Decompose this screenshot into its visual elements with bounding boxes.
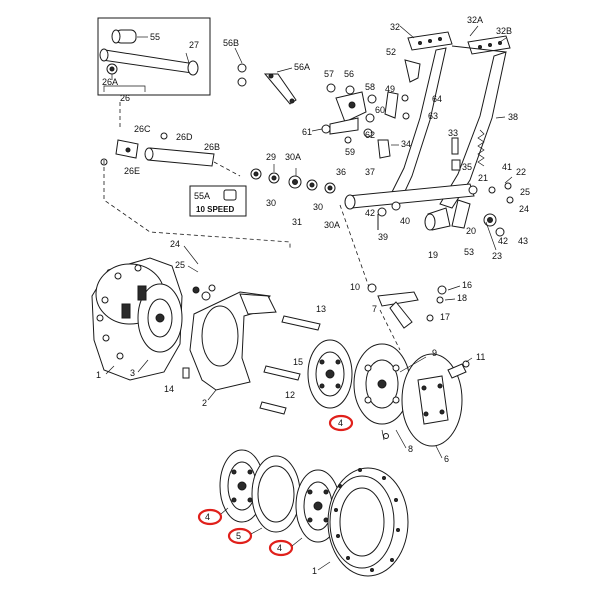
actuator-plate-9 bbox=[353, 343, 411, 425]
label-38: 38 bbox=[508, 112, 518, 122]
label-10-speed: 10 SPEED bbox=[196, 205, 234, 214]
label-53: 53 bbox=[464, 247, 474, 257]
shaft-27 bbox=[99, 48, 199, 76]
label-49: 49 bbox=[385, 84, 395, 94]
label-29: 29 bbox=[266, 152, 276, 162]
callout-4-bottom: 4 bbox=[277, 543, 282, 553]
label-23: 23 bbox=[492, 251, 502, 261]
label-32a: 32A bbox=[467, 15, 483, 25]
label-56a: 56A bbox=[294, 62, 310, 72]
housing-assembly: 1 3 14 2 24 25 bbox=[91, 239, 277, 408]
label-63: 63 bbox=[428, 111, 438, 121]
label-17: 17 bbox=[440, 312, 450, 322]
label-26a: 26A bbox=[102, 77, 118, 87]
label-30a-bot: 30A bbox=[324, 220, 340, 230]
label-2: 2 bbox=[202, 398, 207, 408]
lever-7-group: 10 16 18 7 17 bbox=[350, 280, 472, 329]
bushing-55 bbox=[111, 29, 148, 44]
pedal-assembly: 32 32A 32B 52 49 64 63 38 33 35 41 36 37 bbox=[336, 15, 518, 210]
washer-26a bbox=[106, 63, 118, 75]
upper-brake-set: 9 11 8 6 4 bbox=[307, 339, 485, 464]
label-9: 9 bbox=[432, 348, 437, 358]
label-3: 3 bbox=[130, 368, 135, 378]
cover-plate-6 bbox=[401, 353, 467, 447]
label-1-top: 1 bbox=[96, 370, 101, 380]
label-6: 6 bbox=[444, 454, 449, 464]
label-32: 32 bbox=[390, 22, 400, 32]
label-43: 43 bbox=[518, 236, 528, 246]
label-30a-top: 30A bbox=[285, 152, 301, 162]
label-59: 59 bbox=[345, 147, 355, 157]
label-37: 37 bbox=[365, 167, 375, 177]
callout-5: 5 bbox=[236, 531, 241, 541]
label-10: 10 bbox=[350, 282, 360, 292]
label-30-right: 30 bbox=[313, 202, 323, 212]
label-42-a: 42 bbox=[365, 208, 375, 218]
label-15: 15 bbox=[293, 357, 303, 367]
label-55: 55 bbox=[150, 32, 160, 42]
callout-4-top: 4 bbox=[338, 418, 343, 428]
label-57: 57 bbox=[324, 69, 334, 79]
label-11: 11 bbox=[476, 352, 485, 362]
brake-disc-4-top bbox=[307, 339, 353, 409]
label-26b: 26B bbox=[204, 142, 220, 152]
right-linkage: 22 21 25 24 42 39 40 20 19 53 23 42 43 bbox=[365, 167, 530, 261]
label-62: 62 bbox=[365, 130, 375, 140]
label-52: 52 bbox=[386, 47, 396, 57]
linkage-group: 56B 56A 57 56 58 60 61 62 59 bbox=[223, 38, 411, 159]
separator-plate-5 bbox=[251, 455, 301, 533]
label-26: 26 bbox=[120, 93, 130, 103]
pivot-assembly bbox=[321, 83, 377, 144]
label-61: 61 bbox=[302, 127, 312, 137]
label-60: 60 bbox=[375, 105, 385, 115]
box-55a: 55A 10 SPEED bbox=[189, 185, 247, 217]
label-18: 18 bbox=[457, 293, 467, 303]
label-40: 40 bbox=[400, 216, 410, 226]
studs: 13 15 12 bbox=[259, 304, 326, 415]
label-58: 58 bbox=[365, 82, 375, 92]
label-14: 14 bbox=[164, 384, 174, 394]
label-19: 19 bbox=[428, 250, 438, 260]
washer-row: 29 30A 30 31 30 30A bbox=[250, 152, 340, 230]
shaft-box: 55 27 26A 26 bbox=[97, 17, 211, 103]
label-27: 27 bbox=[189, 40, 199, 50]
label-56b: 56B bbox=[223, 38, 239, 48]
label-31: 31 bbox=[292, 217, 302, 227]
label-22: 22 bbox=[516, 167, 526, 177]
label-21: 21 bbox=[478, 173, 488, 183]
label-41: 41 bbox=[502, 162, 512, 172]
label-34: 34 bbox=[401, 139, 411, 149]
label-25-right: 25 bbox=[520, 187, 530, 197]
label-26c: 26C bbox=[134, 124, 151, 134]
label-16: 16 bbox=[462, 280, 472, 290]
label-64: 64 bbox=[432, 94, 442, 104]
label-36: 36 bbox=[336, 167, 346, 177]
label-32b: 32B bbox=[496, 26, 512, 36]
shaft-26b-group: 26C 26D 26B 26E bbox=[100, 124, 220, 176]
brake-housing-1 bbox=[327, 467, 409, 577]
lever-56a bbox=[263, 73, 297, 105]
label-12: 12 bbox=[285, 390, 295, 400]
label-20: 20 bbox=[466, 226, 476, 236]
label-55a: 55A bbox=[194, 191, 210, 201]
label-42-b: 42 bbox=[498, 236, 508, 246]
label-35: 35 bbox=[462, 162, 472, 172]
callout-4-left: 4 bbox=[205, 512, 210, 522]
label-56: 56 bbox=[344, 69, 354, 79]
label-8: 8 bbox=[408, 444, 413, 454]
label-26e: 26E bbox=[124, 166, 140, 176]
label-39: 39 bbox=[378, 232, 388, 242]
lower-brake-stack: 1 4 5 4 bbox=[197, 449, 409, 577]
label-24-left: 24 bbox=[170, 239, 180, 249]
label-25-left: 25 bbox=[175, 260, 185, 270]
label-1-bottom: 1 bbox=[312, 566, 317, 576]
label-26d: 26D bbox=[176, 132, 193, 142]
label-13: 13 bbox=[316, 304, 326, 314]
dashed-guides bbox=[103, 102, 401, 351]
label-24-right: 24 bbox=[519, 204, 529, 214]
label-33: 33 bbox=[448, 128, 458, 138]
label-7: 7 bbox=[372, 304, 377, 314]
label-30-left: 30 bbox=[266, 198, 276, 208]
